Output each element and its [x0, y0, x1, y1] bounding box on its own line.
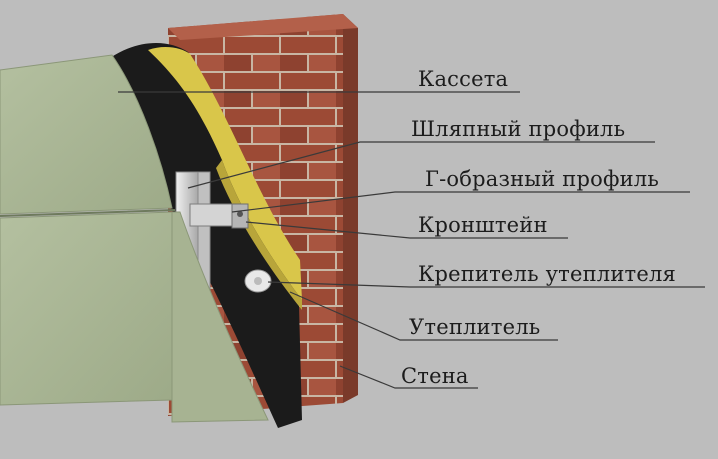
leader-g-profile — [231, 191, 690, 213]
label-bracket: Кронштейн — [418, 213, 548, 237]
leader-fastener — [267, 281, 705, 288]
label-cassette: Кассета — [418, 67, 509, 91]
leader-wall — [339, 365, 478, 389]
leader-bracket — [245, 221, 568, 239]
label-insulation-fastener: Крепитель утеплителя — [418, 262, 676, 286]
cassette-panels — [0, 54, 269, 423]
insulation-edge — [216, 160, 302, 310]
leader-lines — [118, 91, 705, 389]
label-insulation: Утеплитель — [409, 315, 541, 339]
insulation-layer — [148, 47, 302, 301]
label-g-profile: Г-образный профиль — [425, 167, 659, 191]
label-hat-profile: Шляпный профиль — [411, 117, 626, 141]
insulation-fastener — [244, 269, 272, 293]
leader-insulation — [289, 291, 558, 341]
leader-hat-profile — [187, 141, 655, 189]
label-wall: Стена — [401, 364, 469, 388]
